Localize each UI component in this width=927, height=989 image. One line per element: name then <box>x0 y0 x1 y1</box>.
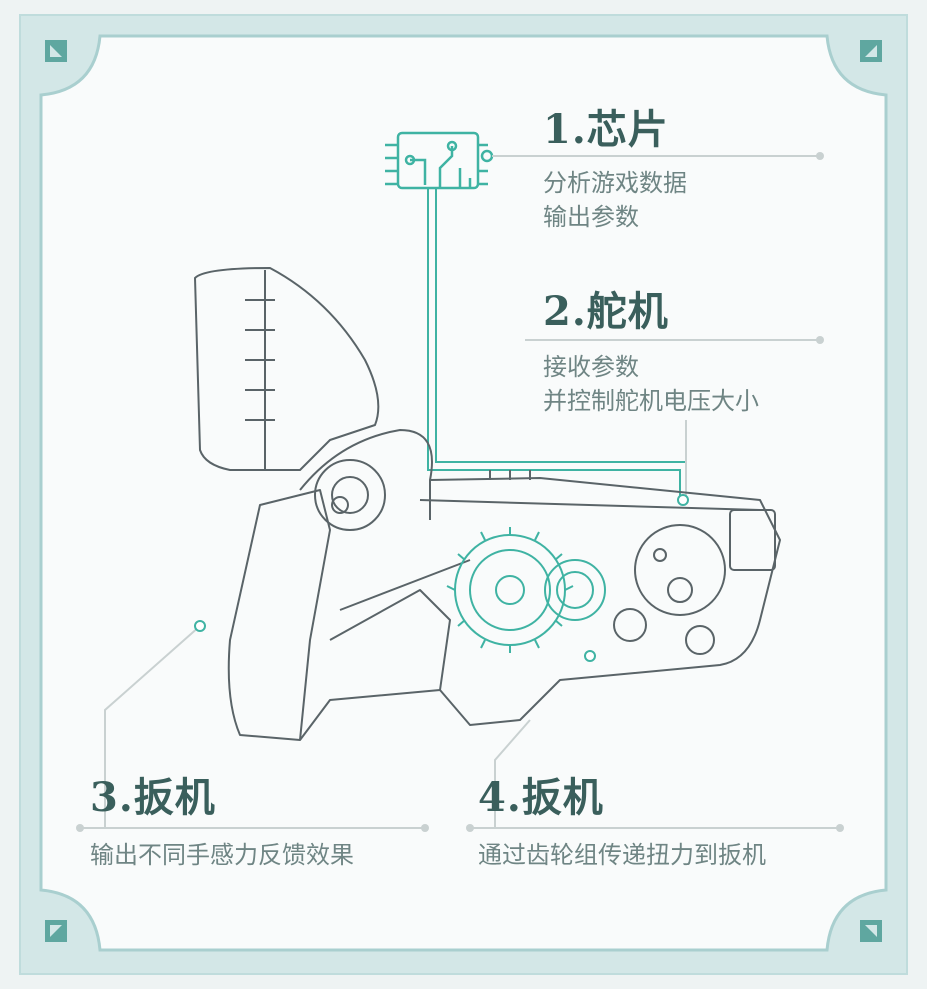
trigger-mechanism-drawing <box>194 267 781 741</box>
connection-dots <box>194 494 689 662</box>
housing <box>227 489 331 741</box>
corner-ornament-icon <box>860 40 882 62</box>
label-servo-line-2: 并控制舵机电压大小 <box>543 387 759 415</box>
corner-ornament-icon <box>45 920 67 942</box>
trigger-paddle <box>194 267 380 471</box>
label-servo-line-1: 接收参数 <box>543 353 639 381</box>
chip-icon <box>385 131 494 190</box>
servo-motor <box>634 524 726 616</box>
label-servo-desc: 接收参数 并控制舵机电压大小 <box>543 350 759 418</box>
label-chip-line-1: 分析游戏数据 <box>543 169 687 197</box>
leader-lines <box>80 155 840 829</box>
label-trigger-line-1: 输出不同手感力反馈效果 <box>90 841 354 869</box>
corner-ornament-icon <box>45 40 67 62</box>
label-chip-desc: 分析游戏数据 输出参数 <box>543 166 687 234</box>
inner-panel <box>39 34 888 952</box>
medium-gear <box>544 559 606 621</box>
label-trigger-title: 3.扳机 <box>90 774 216 821</box>
label-servo-title: 2.舵机 <box>543 288 669 335</box>
connector-lines <box>427 188 686 500</box>
label-gear-trigger-desc: 通过齿轮组传递扭力到扳机 <box>478 838 766 872</box>
label-chip-line-2: 输出参数 <box>543 203 639 231</box>
label-chip-title: 1.芯片 <box>543 106 669 153</box>
label-trigger-desc: 输出不同手感力反馈效果 <box>90 838 354 872</box>
leader-dots <box>76 152 844 832</box>
label-gear-trigger-line-1: 通过齿轮组传递扭力到扳机 <box>478 841 766 869</box>
corner-ornament-icon <box>860 920 882 942</box>
label-gear-trigger-title: 4.扳机 <box>478 774 604 821</box>
